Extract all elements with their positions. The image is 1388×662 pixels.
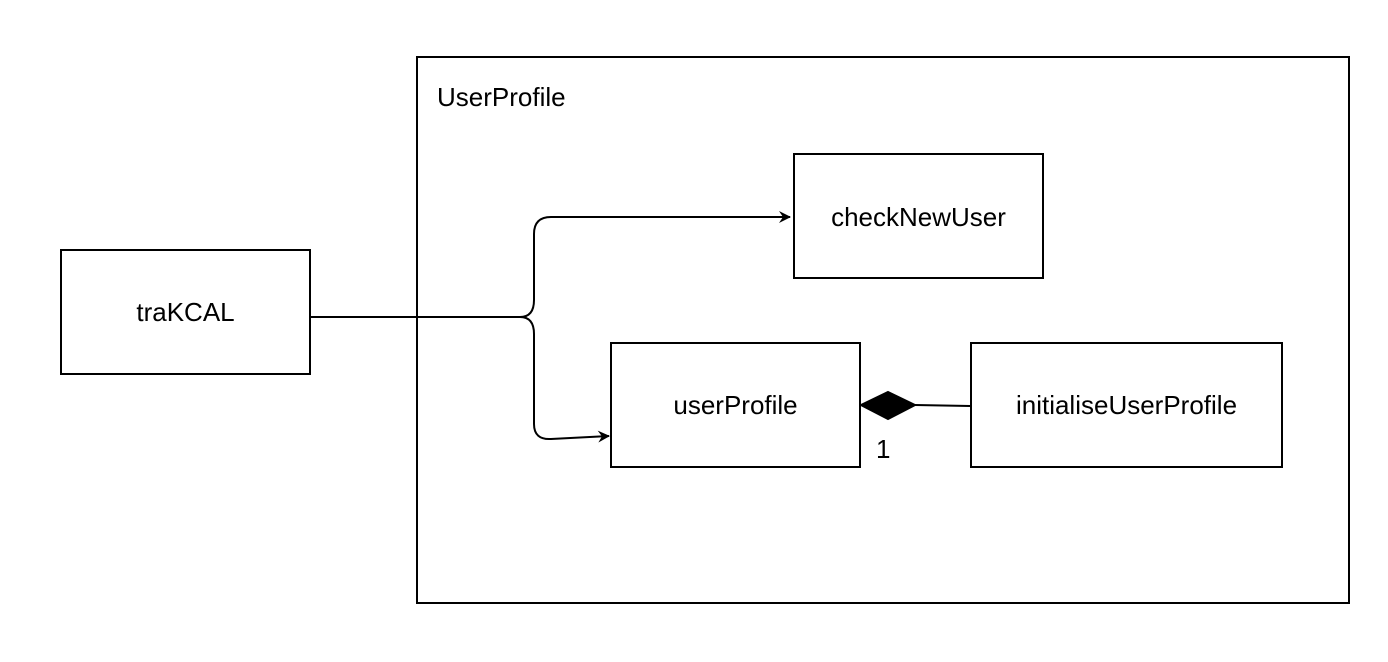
node-userprofile-label: userProfile [673, 390, 797, 420]
edge-trakcal-to-userprofile [519, 316, 610, 443]
node-trakcal-label: traKCAL [136, 297, 234, 327]
node-userprofile[interactable]: userProfile [610, 342, 861, 468]
package-title: UserProfile [437, 82, 566, 112]
edge-composition-line [914, 404, 971, 407]
userprofile-package[interactable]: UserProfile [416, 56, 1350, 604]
composition-diamond [858, 390, 918, 421]
composition-multiplicity: 1 [876, 434, 890, 464]
node-checknewuser[interactable]: checkNewUser [793, 153, 1044, 279]
node-trakcal[interactable]: traKCAL [60, 249, 311, 375]
edge-trakcal-to-checknewuser [311, 211, 791, 318]
node-initialiseuserprofile[interactable]: initialiseUserProfile [970, 342, 1283, 468]
node-initialiseuserprofile-label: initialiseUserProfile [1016, 390, 1237, 420]
node-checknewuser-label: checkNewUser [831, 202, 1006, 232]
